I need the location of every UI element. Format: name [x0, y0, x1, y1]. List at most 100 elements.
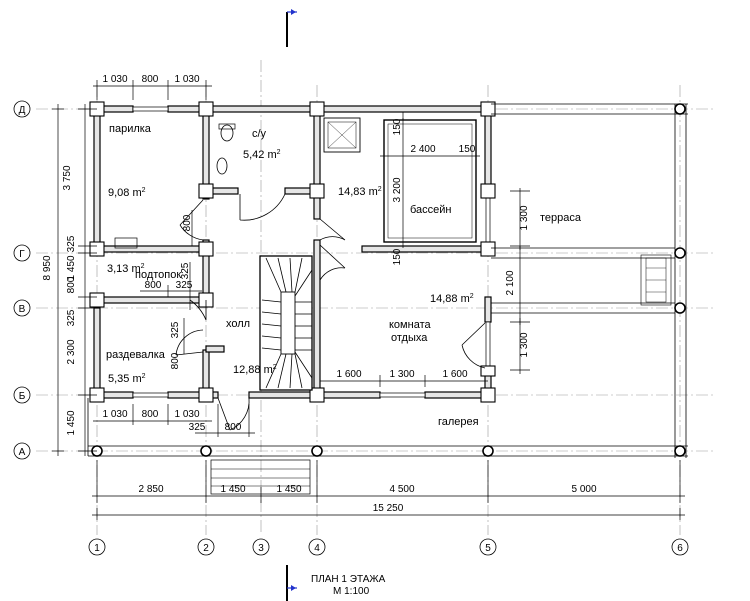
axis-bubble [252, 538, 270, 556]
drawing-title: ПЛАН 1 ЭТАЖА М 1:100 [311, 574, 386, 597]
wall [361, 245, 489, 253]
pool [383, 119, 477, 243]
dimension-lines [52, 80, 685, 520]
room-label-terrace: терраса [540, 212, 582, 224]
dim-text: 4 500 [389, 484, 414, 495]
axis-label-1: 1 [94, 543, 100, 554]
dim-text: 325 [170, 321, 181, 338]
axis-bubble [671, 538, 689, 556]
room-label-hall: холл [226, 318, 250, 330]
dim-text: 1 030 [174, 409, 199, 420]
axis-bubbles [13, 100, 689, 556]
axis-bubble [479, 538, 497, 556]
dim-text: 150 [392, 118, 403, 135]
dim-text: 1 030 [174, 74, 199, 85]
column [674, 103, 686, 115]
dim-text: 1 450 [220, 484, 245, 495]
post [480, 241, 496, 257]
toilet [218, 123, 236, 142]
dim-text: 800 [225, 422, 242, 433]
wall [205, 345, 225, 353]
window [485, 190, 491, 247]
window [132, 106, 169, 112]
post [198, 241, 214, 257]
column [674, 302, 686, 314]
axis-labels: 1 2 3 4 5 6 Д Г В Б А [19, 105, 684, 554]
stove [114, 237, 138, 249]
post [309, 101, 325, 117]
section-mark-bottom [286, 565, 297, 601]
deck-outline [87, 103, 688, 458]
dim-text: 150 [459, 144, 476, 155]
dim-text: 8 950 [42, 255, 53, 280]
dim-text: 800 [182, 214, 193, 231]
window [132, 392, 169, 398]
shower-tray [323, 117, 361, 153]
window [379, 392, 426, 398]
post [480, 101, 496, 117]
dim-text: 800 [66, 276, 77, 293]
axis-bubble [13, 299, 31, 317]
post [89, 241, 105, 257]
wall [93, 108, 101, 254]
dim-text: 3 200 [392, 177, 403, 202]
room-area-razdevalka: 5,35 m2 [108, 373, 146, 385]
dim-text: 15 250 [373, 503, 404, 514]
room-area-podtopok: 3,13 m2 [107, 263, 145, 275]
section-mark-top [286, 9, 297, 47]
dimension-texts: 1 030 800 1 030 1 030 800 1 030 325 800 … [42, 74, 597, 514]
axis-label-b: Б [19, 391, 26, 402]
axis-bubble [13, 386, 31, 404]
axis-label-6: 6 [677, 543, 683, 554]
axis-bubble [308, 538, 326, 556]
room-label-rest-line2: отдыха [391, 332, 428, 344]
room-labels: парилка 9,08 m2 с/у 5,42 m2 14,83 m2 бас… [106, 123, 582, 428]
post [309, 183, 325, 199]
axis-label-a: А [19, 447, 26, 458]
dim-text: 1 030 [102, 409, 127, 420]
wall [313, 239, 321, 396]
axis-bubble [88, 538, 106, 556]
room-label-parilka: парилка [109, 123, 152, 135]
post [480, 365, 496, 377]
posts [89, 101, 496, 403]
dim-text: 1 600 [442, 369, 467, 380]
axis-label-5: 5 [485, 543, 491, 554]
dim-text: 3 750 [62, 165, 73, 190]
title-line2: М 1:100 [333, 586, 370, 597]
staircase [259, 255, 313, 391]
axis-bubble [13, 100, 31, 118]
room-label-pool: бассейн [410, 204, 452, 216]
axis-label-g: Г [19, 249, 25, 260]
dim-text: 800 [145, 280, 162, 291]
column [674, 247, 686, 259]
room-label-gallery: галерея [438, 416, 479, 428]
dim-text: 1 450 [66, 410, 77, 435]
axis-label-d: Д [19, 105, 26, 116]
room-area-hall: 12,88 m2 [233, 364, 277, 376]
room-label-su: с/у [252, 128, 267, 140]
wall [96, 245, 207, 253]
post [198, 387, 214, 403]
door-swings [175, 193, 486, 431]
room-area-rest: 14,88 m2 [430, 293, 474, 305]
entrance-steps [210, 459, 311, 495]
dim-text: 2 400 [410, 144, 435, 155]
room-label-razdevalka: раздевалка [106, 349, 166, 361]
axis-bubble [13, 442, 31, 460]
axis-bubble [13, 244, 31, 262]
dim-text: 5 000 [571, 484, 596, 495]
column [482, 445, 494, 457]
dim-text: 325 [180, 262, 191, 279]
room-label-podtopok: подтопок [135, 269, 181, 281]
column [674, 445, 686, 457]
dim-text: 800 [142, 74, 159, 85]
dim-text: 325 [66, 309, 77, 326]
dim-text: 1 600 [336, 369, 361, 380]
pool-outline [383, 119, 477, 243]
wall [167, 105, 486, 113]
dim-text: 325 [189, 422, 206, 433]
dim-text: 2 300 [66, 339, 77, 364]
wall [424, 391, 489, 399]
